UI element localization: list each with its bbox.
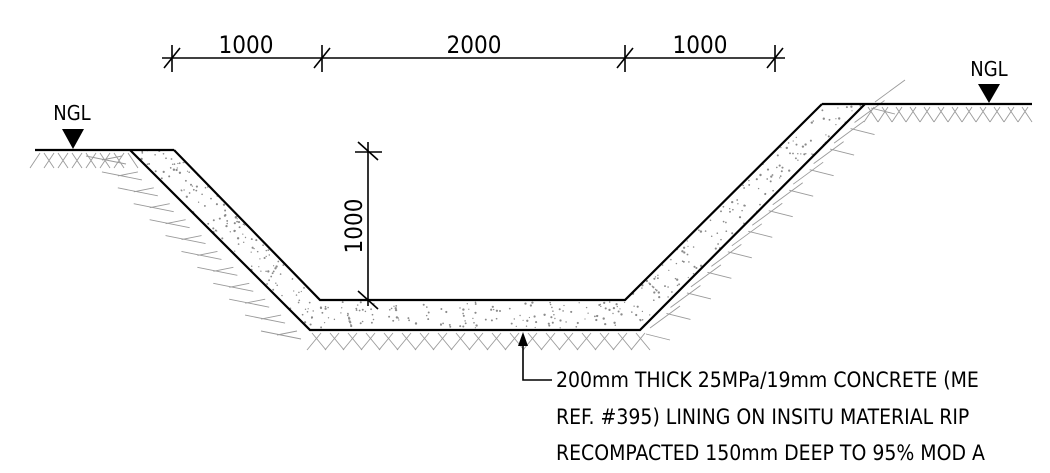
- lining-note: 200mm THICK 25MPa/19mm CONCRETE (ME REF.…: [556, 368, 985, 465]
- lining-leader: [518, 332, 552, 381]
- dimension-base-width: 2000: [447, 31, 502, 59]
- level-triangle-icon: [978, 84, 1000, 103]
- level-triangle-icon: [62, 129, 84, 149]
- leader-arrow-icon: [518, 332, 528, 346]
- lining-outer-surface: [129, 103, 866, 332]
- lining-note-line-1: 200mm THICK 25MPa/19mm CONCRETE (ME: [556, 368, 979, 392]
- ngl-label-left: NGL: [53, 101, 90, 125]
- ngl-label-right: NGL: [970, 57, 1007, 81]
- lining-note-line-2: REF. #395) LINING ON INSITU MATERIAL RIP: [556, 405, 969, 429]
- ngl-marker-right: [978, 84, 1000, 103]
- lining-note-line-3: RECOMPACTED 150mm DEEP TO 95% MOD A: [556, 441, 985, 465]
- lining-inner-surface: [173, 103, 823, 302]
- dimension-depth: 1000: [340, 199, 368, 254]
- dimension-left-batter: 1000: [219, 31, 274, 59]
- depth-dimension: [355, 141, 382, 310]
- top-dimension-chain: [162, 45, 785, 72]
- dimension-right-batter: 1000: [673, 31, 728, 59]
- ground-hatching: [29, 79, 1033, 351]
- ngl-marker-left: [62, 129, 84, 149]
